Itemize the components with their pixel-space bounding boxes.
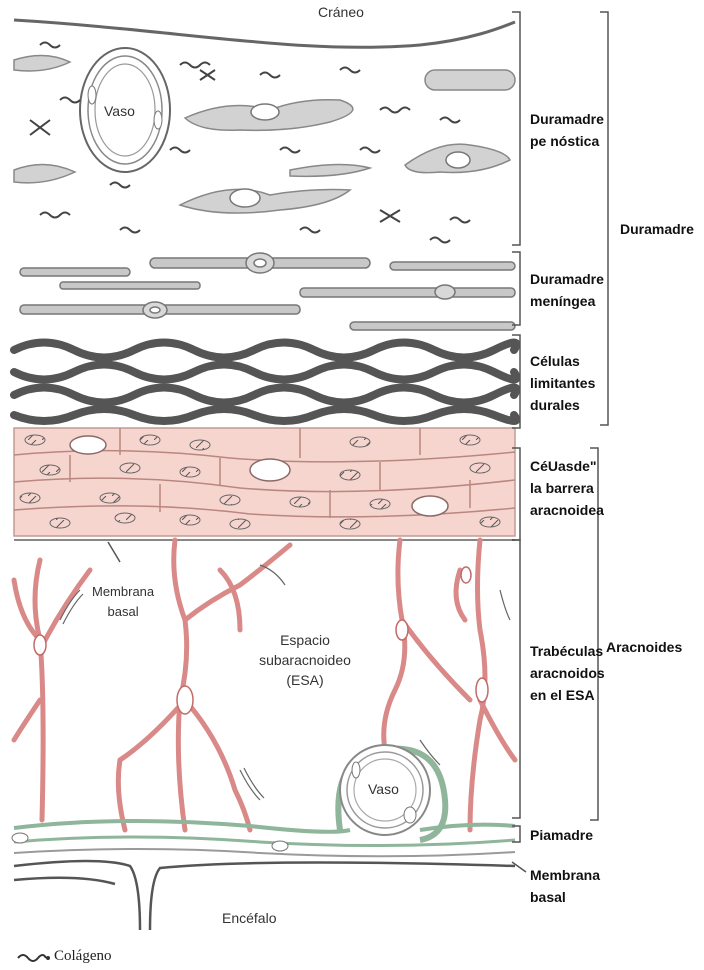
label-vessel-bottom: Vaso [368,781,399,797]
meningeal-dura-cells [20,253,515,330]
pia-mater [12,821,515,856]
layer-label-membrana-basal: Membrana basal [530,864,600,908]
arachnoid-barrier-cells [14,428,515,540]
layer-label-trabeculas: Trabéculas aracnoidos en el ESA [530,640,605,706]
dural-border-cells [14,343,517,422]
legend-collagen-label: Colágeno [54,948,112,965]
layer-label-meningea: Duramadre meníngea [530,268,604,312]
collagen-legend-icon [18,955,50,961]
label-brain: Encéfalo [222,910,276,926]
label-inner-basal-membrane: Membrana basal [92,582,154,622]
group-label-aracnoides: Aracnoides [606,636,682,658]
label-vessel-top: Vaso [104,103,135,119]
label-skull: Cráneo [318,4,364,20]
layer-label-piamadre: Piamadre [530,824,593,846]
layer-label-perostica: Duramadre pe nóstica [530,108,604,152]
group-label-duramadre: Duramadre [620,218,694,240]
label-subarachnoid-space: Espacio subaracnoideo (ESA) [250,630,360,690]
layer-label-limitantes: Células limitantes durales [530,350,595,416]
skull-line [14,20,515,47]
layer-label-barrera: CéUasde" la barrera aracnoidea [530,455,604,521]
